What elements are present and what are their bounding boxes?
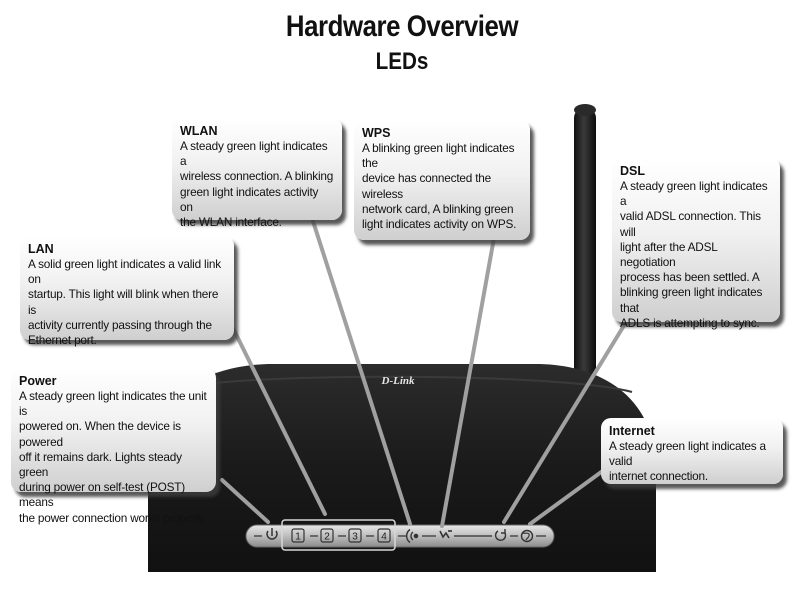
callout-lan-line: activity currently passing through the: [28, 317, 212, 332]
lan-port-1: 1: [291, 528, 305, 543]
callout-dsl-line: ADLS is attempting to sync.: [620, 315, 760, 330]
callout-lan: LAN A solid green light indicates a vali…: [20, 236, 234, 347]
antenna: [574, 104, 596, 408]
lan-port-3: 3: [348, 528, 362, 543]
callout-wlan-line: A steady green light indicates a: [180, 139, 328, 169]
callout-power-line: A steady green light indicates the unit …: [19, 389, 207, 419]
power-icon: [266, 528, 278, 540]
callout-dsl-line: A steady green light indicates a: [620, 179, 768, 209]
leader-line-internet: [528, 468, 606, 526]
leader-line-wlan: [310, 216, 412, 526]
callout-dsl-line: blinking green light indicates that: [620, 285, 763, 315]
callout-dsl-line: process has been settled. A: [620, 270, 760, 285]
callout-wlan-line: wireless connection. A blinking: [180, 169, 334, 184]
page-subtitle: LEDs: [375, 48, 429, 75]
dsl-icon: [494, 529, 507, 541]
lan-port-4: 4: [377, 528, 391, 543]
internet-icon: [520, 529, 534, 543]
callout-lan-line: startup. This light will blink when ther…: [28, 287, 219, 317]
callout-power-line: during power on self-test (POST) means: [19, 480, 186, 510]
callout-wps-line: light indicates activity on WPS.: [362, 217, 517, 232]
svg-text:3: 3: [352, 532, 358, 543]
lan-group-frame: [281, 519, 396, 551]
callout-internet-line: internet connection.: [609, 469, 708, 484]
callout-wlan: WLAN A steady green light indicates a wi…: [172, 118, 342, 229]
callout-dsl-line: valid ADSL connection. This will: [620, 209, 761, 239]
callout-dsl-line: light after the ADSL negotiation: [620, 239, 718, 270]
callout-lan-title: LAN: [28, 242, 54, 256]
callout-wlan-line: the WLAN interface.: [180, 215, 282, 230]
callout-power-line: off it remains dark. Lights steady green: [19, 449, 182, 480]
callout-dsl: DSL A steady green light indicates a val…: [612, 158, 780, 330]
leader-line-lan: [224, 312, 327, 516]
leader-line-wps: [440, 236, 496, 528]
callout-internet-title: Internet: [609, 424, 655, 438]
callout-power-line: powered on. When the device is powered: [19, 419, 181, 449]
svg-text:2: 2: [324, 532, 330, 543]
callout-power: Power A steady green light indicates the…: [11, 368, 216, 525]
page-title: Hardware Overview: [285, 10, 519, 43]
callout-wps-line: network card, A blinking green: [362, 201, 514, 216]
callout-wps-line: device has connected the wireless: [362, 171, 491, 201]
led-panel: 1 2 3 4: [245, 519, 555, 551]
callout-wps-line: A blinking green light indicates the: [362, 141, 515, 171]
callout-wlan-line: green light indicates activity on: [180, 184, 319, 214]
callout-wlan-title: WLAN: [180, 124, 218, 138]
svg-text:1: 1: [295, 532, 301, 543]
svg-text:4: 4: [381, 532, 387, 543]
wlan-icon: [406, 528, 419, 544]
callout-dsl-title: DSL: [620, 164, 645, 178]
leader-line-power: [220, 478, 270, 524]
wps-icon: [439, 530, 452, 539]
callout-lan-line: Ethernet port.: [28, 333, 97, 348]
callout-power-line: the power connection works properly.: [19, 510, 207, 525]
callout-internet-line: A steady green light indicates a valid: [609, 439, 766, 469]
callout-power-title: Power: [19, 374, 57, 388]
brand-logo: D-Link: [381, 375, 416, 387]
callout-wps-title: WPS: [362, 126, 391, 140]
callout-lan-line: A solid green light indicates a valid li…: [28, 257, 221, 287]
callout-internet: Internet A steady green light indicates …: [601, 418, 783, 484]
callout-wps: WPS A blinking green light indicates the…: [354, 120, 530, 240]
leader-line-dsl: [502, 294, 644, 524]
lan-port-2: 2: [320, 528, 334, 543]
